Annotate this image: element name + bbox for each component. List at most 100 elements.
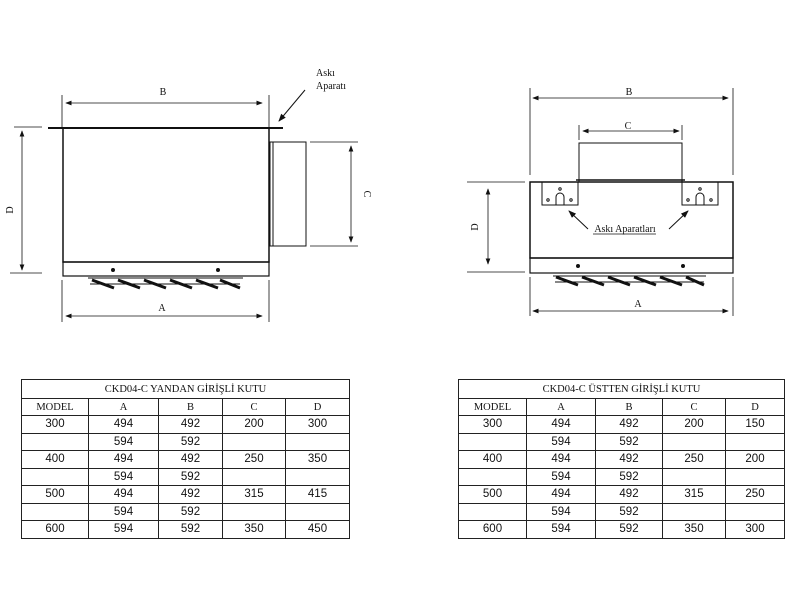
technical-drawings: B A D C Askı Aparatı [5, 68, 734, 322]
top-entry-box-drawing [467, 88, 734, 316]
table-cell [725, 432, 785, 451]
table-cell [285, 467, 350, 486]
top-dim-label-d: D [470, 223, 481, 230]
table-cell: 492 [595, 415, 663, 434]
table-cell [725, 502, 785, 521]
table-cell [725, 467, 785, 486]
table-cell: 250 [725, 485, 785, 504]
hanger-label-line2: Aparatı [316, 81, 346, 92]
table-cell: 592 [595, 432, 663, 451]
table-cell: 300 [725, 520, 785, 539]
table-cell: 592 [595, 502, 663, 521]
table-cell: 200 [725, 450, 785, 469]
table-cell: 300 [285, 415, 350, 434]
table-cell: 494 [526, 485, 596, 504]
table-cell: 150 [725, 415, 785, 434]
table-cell [285, 432, 350, 451]
table-cell: 300 [458, 415, 527, 434]
top-dim-label-b: B [626, 87, 633, 98]
table-cell: 594 [526, 467, 596, 486]
column-header: D [725, 398, 785, 416]
table-cell: 492 [595, 450, 663, 469]
table-cell: 592 [158, 432, 223, 451]
table-cell: 594 [88, 520, 159, 539]
table-cell: 594 [526, 432, 596, 451]
hanger-bracket-right [681, 182, 719, 206]
table-cell: 415 [285, 485, 350, 504]
table-cell: 600 [458, 520, 527, 539]
table-cell: 592 [158, 502, 223, 521]
hanger-bracket-left [541, 182, 579, 206]
dim-label-c: C [361, 191, 372, 198]
table-title: CKD04-C ÜSTTEN GİRİŞLİ KUTU [458, 379, 785, 399]
table-cell: 594 [526, 502, 596, 521]
table-cell: 594 [88, 467, 159, 486]
column-header: B [158, 398, 223, 416]
table-cell: 492 [158, 485, 223, 504]
table-cell: 350 [662, 520, 726, 539]
table-cell: 594 [526, 520, 596, 539]
side-entry-box-drawing [10, 89, 358, 322]
table-cell: 350 [222, 520, 286, 539]
top-dim-label-a: A [634, 299, 642, 310]
table-cell: 592 [595, 520, 663, 539]
table-cell: 494 [88, 485, 159, 504]
table-cell [222, 467, 286, 486]
dim-label-b: B [160, 87, 167, 98]
table-cell: 494 [526, 415, 596, 434]
table-cell: 350 [285, 450, 350, 469]
table-cell: 500 [458, 485, 527, 504]
column-header: MODEL [21, 398, 89, 416]
table-cell [662, 432, 726, 451]
table-cell [21, 467, 89, 486]
table-title: CKD04-C YANDAN GİRİŞLİ KUTU [21, 379, 350, 399]
table-cell [662, 502, 726, 521]
table-cell: 450 [285, 520, 350, 539]
column-header: D [285, 398, 350, 416]
table-cell: 594 [88, 432, 159, 451]
table-cell: 492 [158, 415, 223, 434]
table-cell [21, 432, 89, 451]
column-header: MODEL [458, 398, 527, 416]
column-header: B [595, 398, 663, 416]
table-cell: 492 [158, 450, 223, 469]
table-cell: 494 [88, 415, 159, 434]
table-cell [21, 502, 89, 521]
table-cell [458, 502, 527, 521]
table-cell [458, 467, 527, 486]
dim-label-d: D [5, 206, 16, 213]
table-cell: 400 [21, 450, 89, 469]
table-cell: 494 [88, 450, 159, 469]
top-dim-label-c: C [625, 121, 632, 132]
table-cell: 200 [222, 415, 286, 434]
table-cell: 592 [158, 520, 223, 539]
hanger-label-line1: Askı [316, 68, 335, 79]
table-cell: 494 [526, 450, 596, 469]
table-cell: 315 [662, 485, 726, 504]
table-cell: 500 [21, 485, 89, 504]
table-cell [662, 467, 726, 486]
table-cell [285, 502, 350, 521]
dim-label-a: A [158, 303, 166, 314]
louvers [88, 277, 243, 290]
table-cell: 592 [595, 467, 663, 486]
table-cell: 592 [158, 467, 223, 486]
